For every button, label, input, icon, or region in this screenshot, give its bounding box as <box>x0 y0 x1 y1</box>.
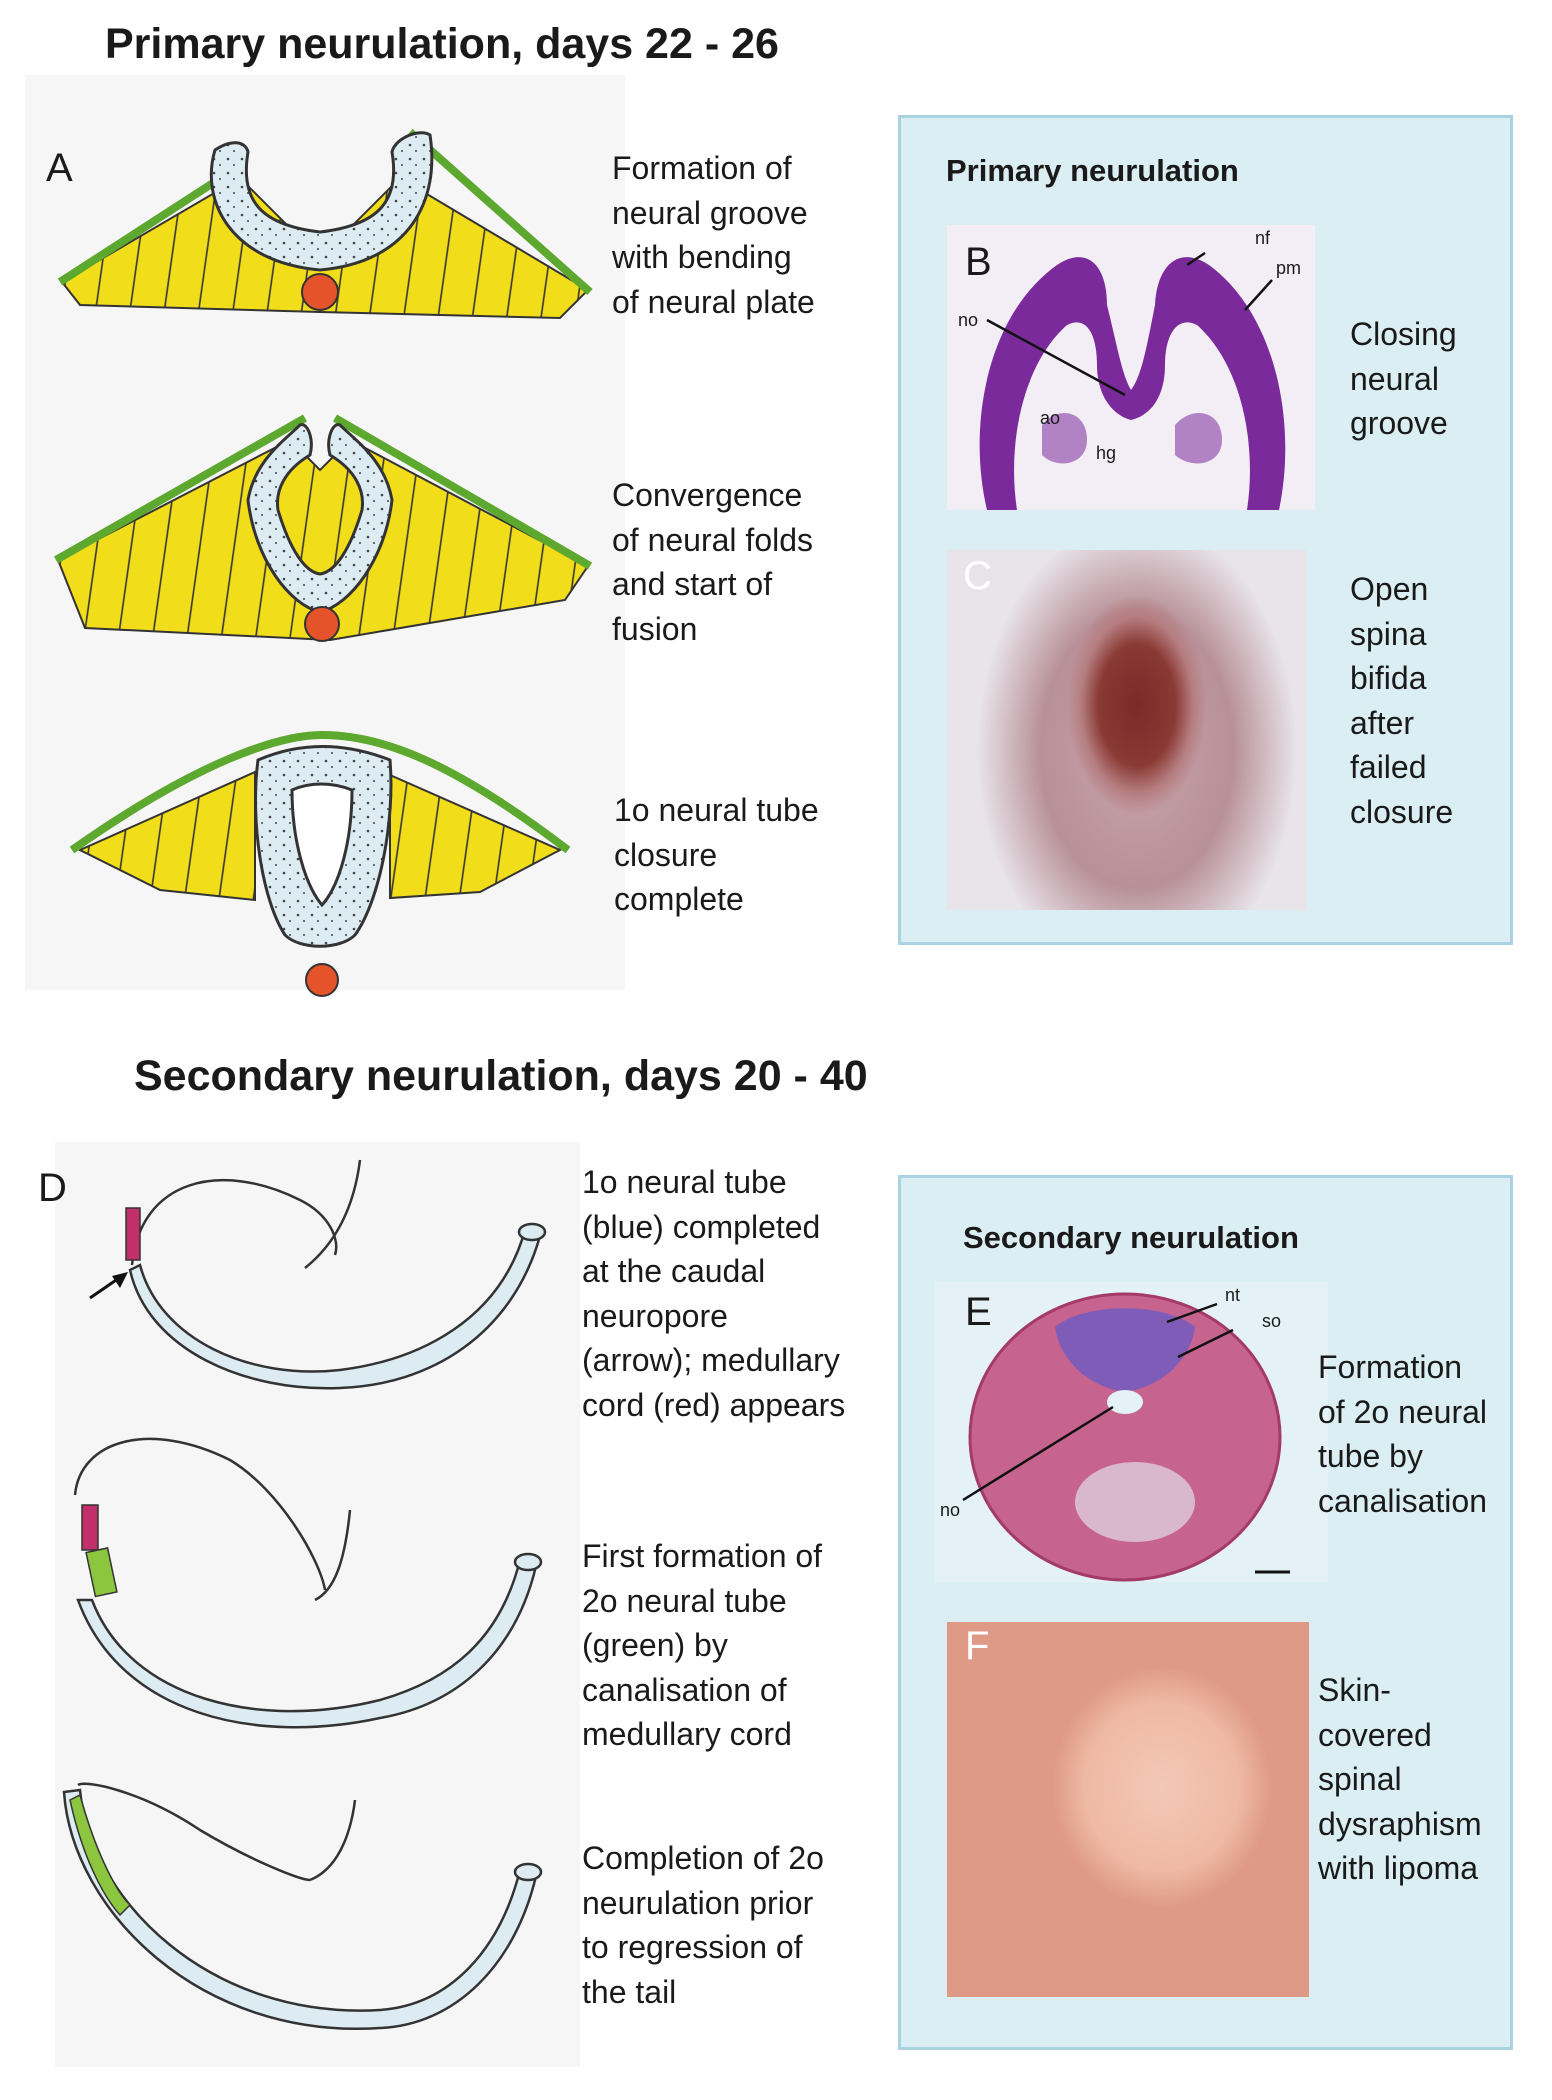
label-nf: nf <box>1255 228 1271 248</box>
label-ao: ao <box>1040 408 1061 428</box>
caption-convergence: Convergence of neural folds and start of… <box>612 477 814 647</box>
caption-first-secondary-tube: First formation of 2o neural tube (green… <box>582 1538 823 1752</box>
primary-title: Primary neurulation, days 22 - 26 <box>105 20 779 68</box>
secondary-sketch-area <box>55 1142 580 2067</box>
primary-sketch-area <box>25 75 625 990</box>
panel-letter-f: F <box>965 1624 990 1668</box>
caption-canalisation: Formation of 2o neural tube by canalisat… <box>1318 1349 1488 1519</box>
primary-panel-title: Primary neurulation <box>946 153 1239 188</box>
caption-spina-bifida: Open spina bifida after failed closure <box>1350 571 1454 830</box>
label-pm: pm <box>1276 258 1302 278</box>
caption-neural-groove: Formation of neural groove with bending … <box>612 150 815 320</box>
panel-letter-e: E <box>965 1290 992 1334</box>
caption-primary-tube-completed: 1o neural tube (blue) completed at the c… <box>582 1164 846 1423</box>
label-no-e: no <box>940 1500 961 1520</box>
photo-open-spina-bifida <box>947 550 1307 910</box>
label-so: so <box>1262 1311 1282 1331</box>
histology-image-b <box>947 225 1315 510</box>
secondary-title: Secondary neurulation, days 20 - 40 <box>134 1052 868 1100</box>
caption-closing-groove: Closing neural groove <box>1350 316 1457 441</box>
label-no-b: no <box>958 310 979 330</box>
secondary-panel-title: Secondary neurulation <box>963 1220 1299 1255</box>
caption-lipoma: Skin- covered spinal dysraphism with lip… <box>1318 1672 1482 1886</box>
label-nt: nt <box>1225 1285 1241 1305</box>
caption-completion-secondary: Completion of 2o neurulation prior to re… <box>582 1840 824 2010</box>
panel-letter-b: B <box>965 240 992 284</box>
photo-skin-covered-dysraphism <box>947 1622 1309 1997</box>
panel-letter-c: C <box>963 554 992 598</box>
panel-letter-a: A <box>46 146 73 190</box>
caption-closure-complete: 1o neural tube closure complete <box>614 792 819 917</box>
histology-image-e <box>935 1282 1328 1582</box>
label-hg: hg <box>1096 443 1117 463</box>
panel-letter-d: D <box>38 1166 67 1210</box>
